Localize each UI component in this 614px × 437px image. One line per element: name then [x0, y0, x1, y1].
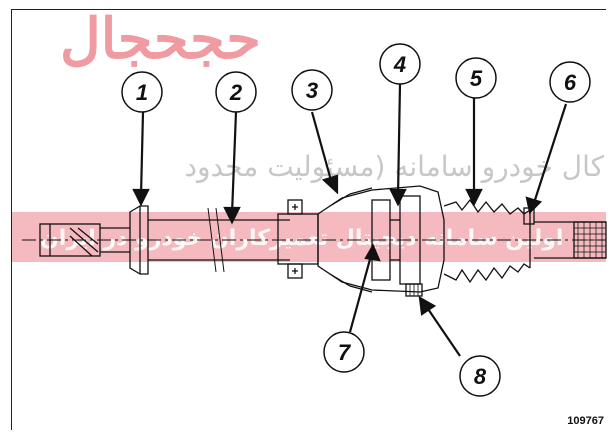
svg-text:8: 8 — [474, 364, 487, 389]
figure-frame — [11, 9, 606, 430]
callout-5: 5 — [455, 57, 497, 99]
watermark-line1: کال خودرو سامانه (مسئولیت محدود — [185, 150, 605, 183]
figure-reference: 109767 — [567, 415, 604, 427]
svg-text:5: 5 — [470, 66, 483, 91]
callouts: 1 2 3 4 5 6 7 — [121, 43, 591, 397]
callout-4: 4 — [379, 43, 421, 85]
left-spline — [39, 223, 101, 257]
boot-top — [443, 198, 531, 215]
joint-housing — [317, 185, 445, 293]
callout-3: 3 — [291, 69, 333, 111]
boot-bottom — [443, 263, 531, 284]
svg-text:3: 3 — [306, 78, 318, 103]
callout-1: 1 — [121, 71, 163, 113]
watermark-logo: حجحجال — [60, 7, 261, 70]
svg-text:2: 2 — [229, 80, 243, 105]
shaft-drawing — [22, 185, 607, 297]
break-lines — [207, 207, 225, 273]
callout-7: 7 — [323, 331, 365, 373]
callout-6: 6 — [549, 61, 591, 103]
watermark-line2: اولین سامانه دیجیتال تعمیرکاران خودرو در… — [40, 226, 563, 251]
watermark-band — [12, 212, 606, 262]
leaders — [132, 83, 568, 357]
tripod-spider — [371, 199, 391, 281]
svg-text:6: 6 — [564, 70, 577, 95]
svg-text:4: 4 — [393, 52, 406, 77]
svg-text:7: 7 — [338, 340, 352, 365]
watermark: حجحجال کال خودرو سامانه (مسئولیت محدود ا… — [12, 7, 606, 262]
callout-8: 8 — [459, 355, 501, 397]
svg-text:1: 1 — [136, 80, 148, 105]
callout-2: 2 — [215, 71, 257, 113]
